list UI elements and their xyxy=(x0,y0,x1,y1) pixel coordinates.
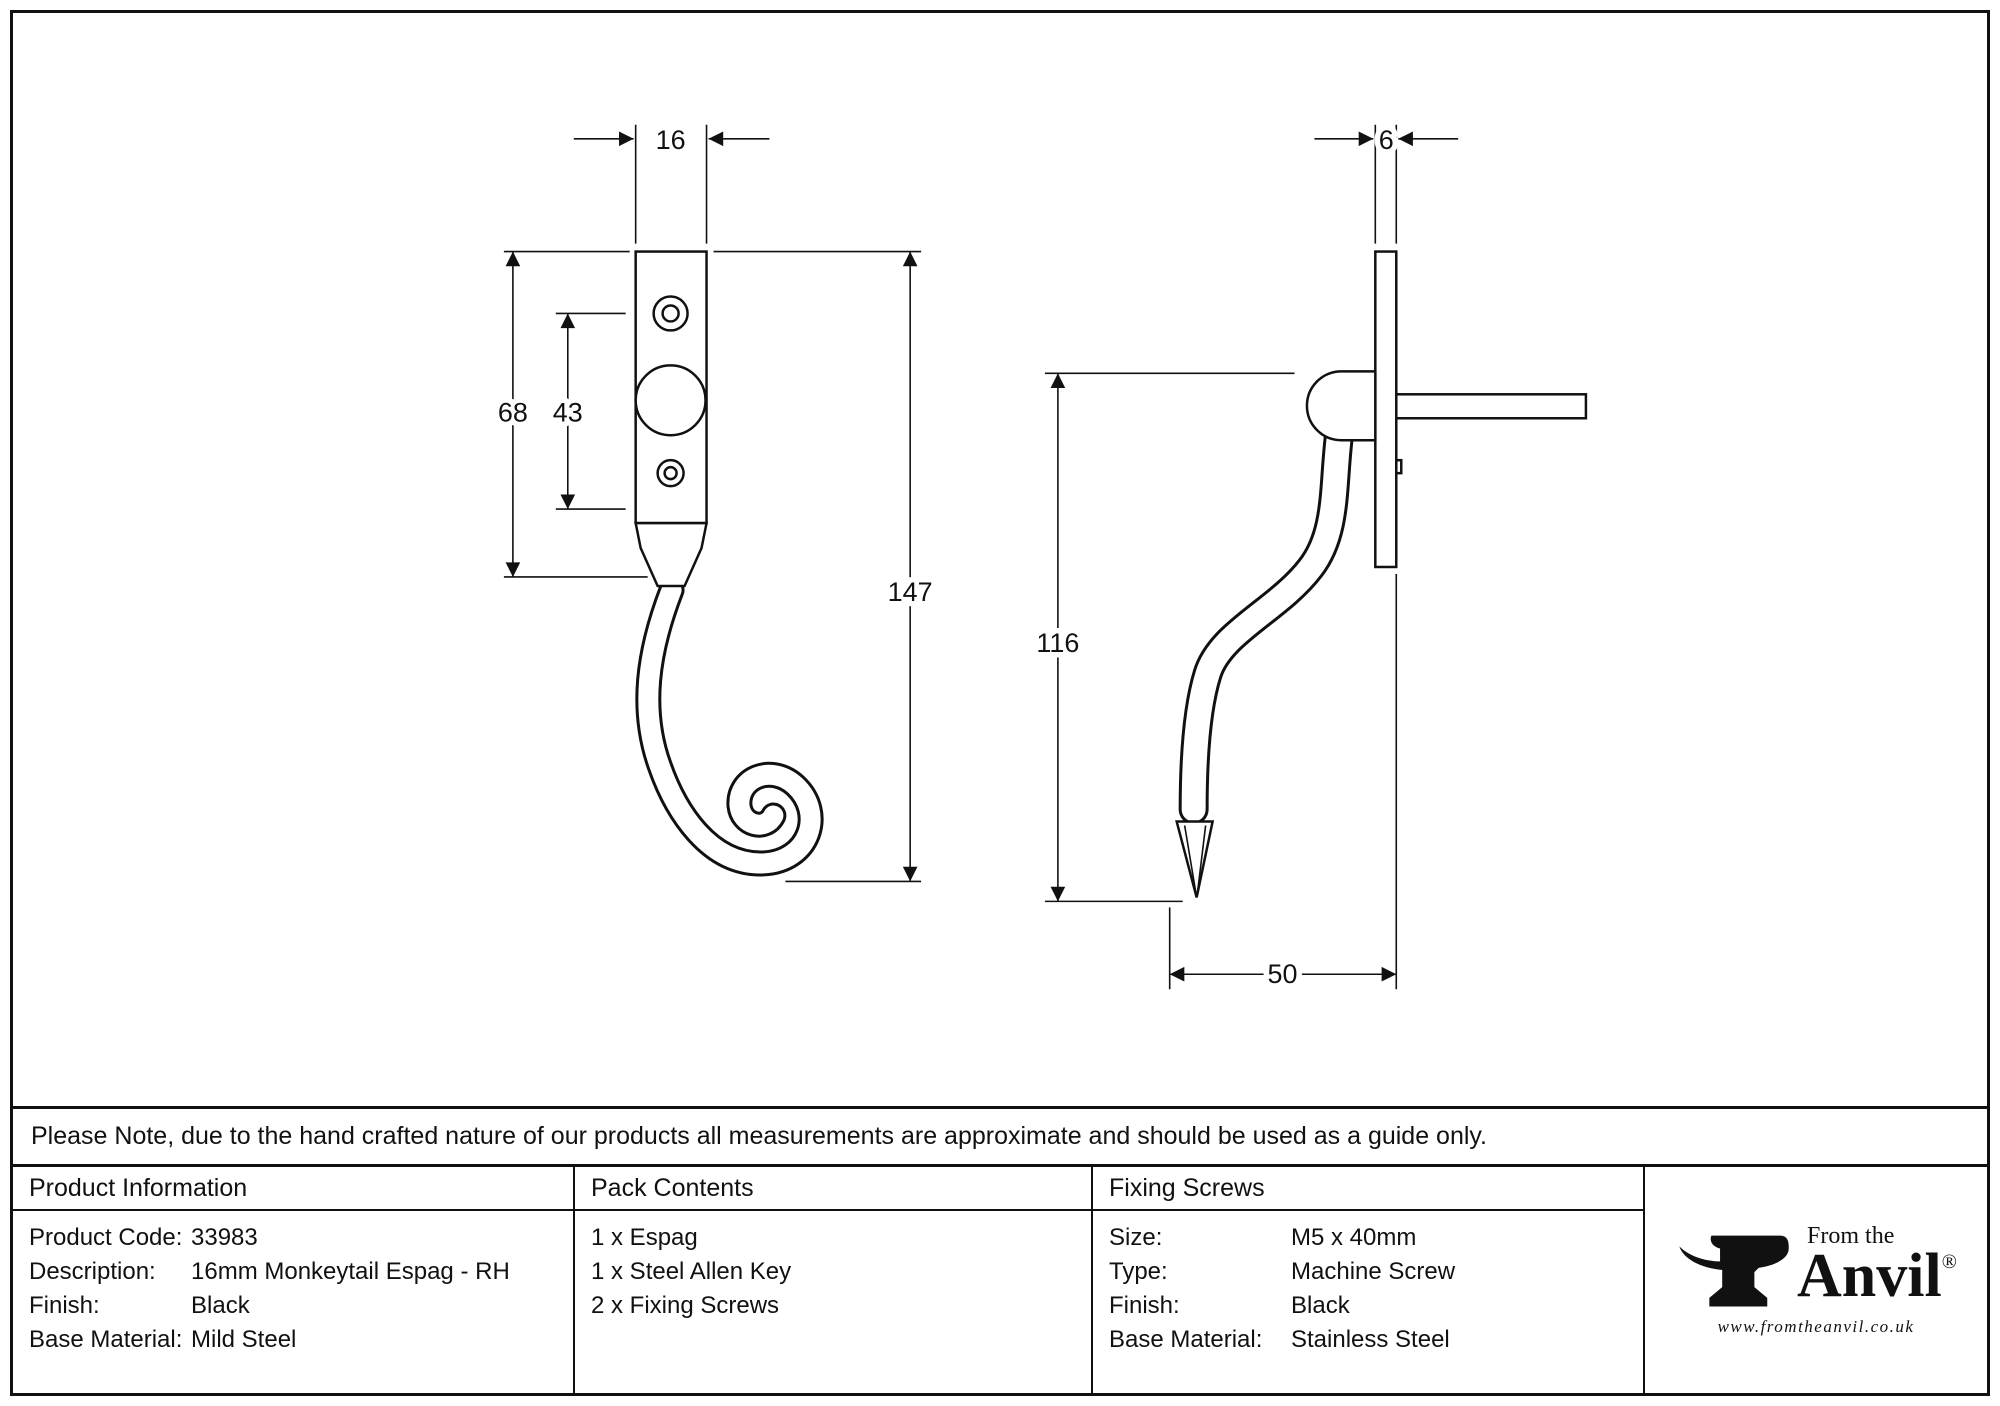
product-info-header: Product Information xyxy=(13,1167,575,1211)
list-item: 1 x Steel Allen Key xyxy=(591,1258,792,1285)
side-plate xyxy=(1374,250,1398,569)
brand-logo: From the Anvil® www.fromtheanvil.co.uk xyxy=(1645,1167,1987,1393)
table-row: Base Material: Mild Steel xyxy=(29,1326,297,1353)
brand-website: www.fromtheanvil.co.uk xyxy=(1717,1317,1915,1336)
front-knob xyxy=(634,364,707,437)
note-text: Please Note, due to the hand crafted nat… xyxy=(31,1122,1488,1150)
front-screw-hole-inner xyxy=(661,304,680,323)
side-arm-fill xyxy=(1181,420,1352,822)
front-lower-screw-inner xyxy=(663,465,678,481)
brand-text: From the Anvil® xyxy=(1797,1223,1957,1310)
brand-top-text: From the xyxy=(1807,1223,1895,1249)
registered-mark: ® xyxy=(1941,1251,1957,1273)
front-neck xyxy=(634,521,709,588)
table-row: Size: M5 x 40mm xyxy=(1109,1224,1417,1251)
dim-side-height: 116 xyxy=(1036,628,1079,658)
table-row: Type: Machine Screw xyxy=(1109,1258,1456,1285)
table-row: Finish: Black xyxy=(1109,1292,1350,1319)
table-row: Finish: Black xyxy=(29,1292,250,1319)
dim-front-plate-height: 68 xyxy=(498,397,528,427)
dim-front-total-height: 147 xyxy=(888,577,933,607)
front-tail-fill xyxy=(638,579,821,874)
info-table: Product Information Pack Contents Fixing… xyxy=(13,1164,1987,1393)
side-spindle xyxy=(1395,393,1588,420)
anvil-icon xyxy=(1679,1235,1789,1307)
technical-drawing: 16 68 43 147 xyxy=(13,13,1987,1106)
note-row: Please Note, due to the hand crafted nat… xyxy=(13,1106,1987,1164)
front-view xyxy=(634,250,824,877)
dim-side-thickness: 6 xyxy=(1379,125,1394,155)
side-plate-notch xyxy=(1395,458,1403,475)
dim-front-width: 16 xyxy=(656,125,686,155)
dim-front-hole-spacing: 43 xyxy=(553,397,583,427)
pack-contents-cell: 1 x Espag 1 x Steel Allen Key 2 x Fixing… xyxy=(575,1211,1093,1393)
fixing-screws-cell: Size: M5 x 40mm Type: Machine Screw Fini… xyxy=(1093,1211,1645,1393)
front-tail-outline xyxy=(635,576,824,877)
table-row: Product Code: 33983 xyxy=(29,1224,258,1251)
drawing-canvas: 16 68 43 147 xyxy=(492,119,1588,995)
brand-main-text: Anvil® xyxy=(1797,1242,1957,1310)
fixing-screws-header: Fixing Screws xyxy=(1093,1167,1645,1211)
product-info-cell: Product Code: 33983 Description: 16mm Mo… xyxy=(13,1211,575,1393)
table-row: Base Material: Stainless Steel xyxy=(1109,1326,1450,1353)
dim-side-depth: 50 xyxy=(1267,959,1297,989)
list-item: 2 x Fixing Screws xyxy=(591,1292,780,1319)
list-item: 1 x Espag xyxy=(591,1224,698,1251)
front-dimensions: 16 68 43 147 xyxy=(492,119,938,883)
brand-lockup: From the Anvil® xyxy=(1675,1223,1957,1309)
side-tip-facets xyxy=(1183,825,1207,892)
pack-contents-header: Pack Contents xyxy=(575,1167,1093,1211)
side-knob xyxy=(1305,370,1377,442)
table-row: Description: 16mm Monkeytail Espag - RH xyxy=(29,1258,510,1285)
spec-sheet: 16 68 43 147 xyxy=(10,10,1990,1396)
side-view xyxy=(1175,250,1588,898)
